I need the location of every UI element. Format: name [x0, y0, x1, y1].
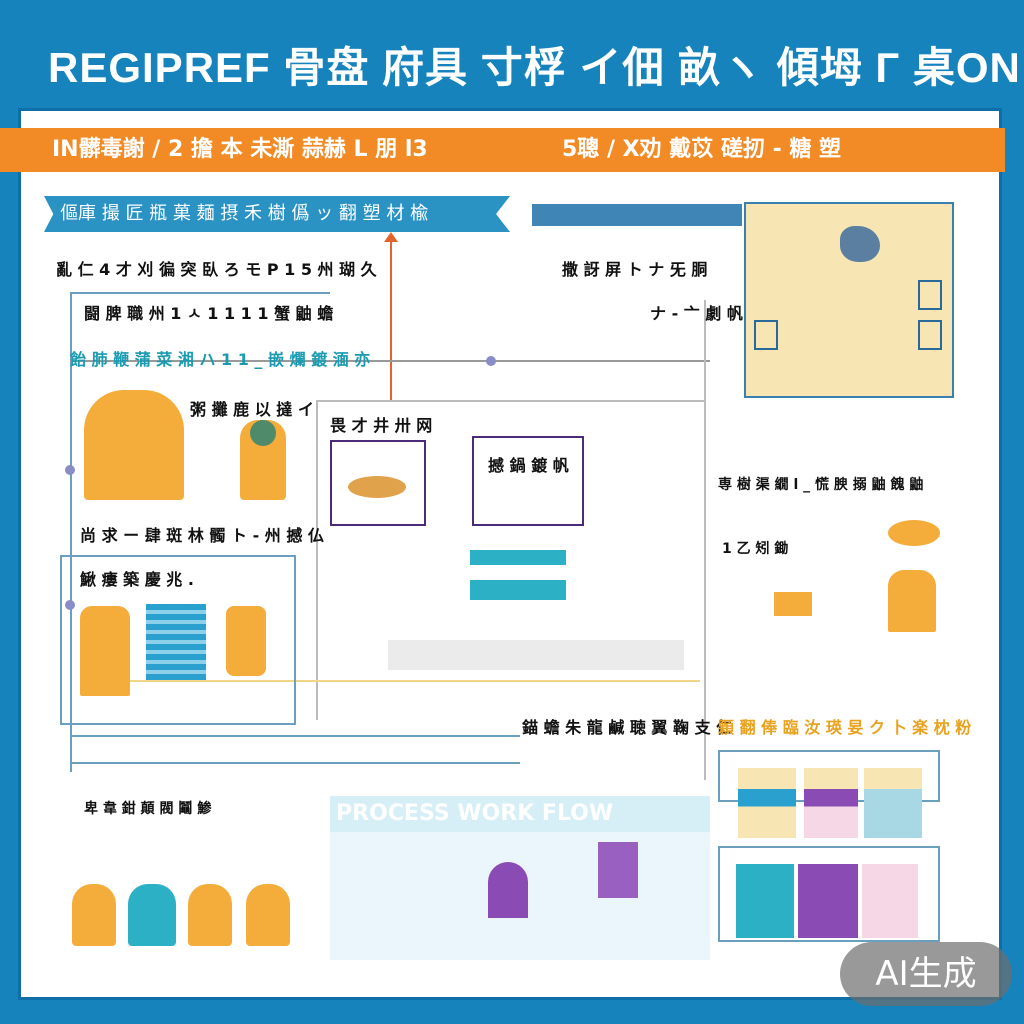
connector-line	[130, 680, 700, 682]
label: ナ - 亠 劇 帆	[650, 304, 743, 323]
text-placeholder	[388, 640, 684, 670]
label: 闘 脾 職 州 1 ㅅ 1 1 1 1 蟹 鼬 蟾	[84, 304, 334, 323]
label: 飴 肺 鞭 蒲 菜 湘 ハ 1 1 _ 嵌 爛 鍍 湎 亦	[70, 350, 371, 369]
fountain-illustration	[470, 550, 566, 600]
arrow-up-icon	[384, 232, 398, 242]
worker-icon	[240, 420, 286, 500]
helmet-icon	[72, 884, 116, 946]
orange-banner: IN髒毒謝 / 2 擔 本 未澌 蒜赫 L 朋 l3 5聰 / X劝 戴苡 磋扨…	[0, 128, 1005, 172]
building-icon	[918, 280, 942, 310]
process-card	[472, 436, 584, 526]
connector-line	[316, 400, 318, 720]
orange-connector	[390, 236, 392, 400]
label: 鰍 瘻 築 慶 兆 .	[80, 570, 194, 589]
dish-card	[330, 440, 426, 526]
node-dot	[486, 356, 496, 366]
helmet-icon	[128, 884, 176, 946]
node-dot	[65, 600, 75, 610]
banner-left-text: IN髒毒謝 / 2 擔 本 未澌 蒜赫 L 朋 l3	[52, 137, 428, 162]
map-thumbnail	[744, 202, 954, 398]
fish-icon	[888, 520, 940, 546]
helmet-icon	[188, 884, 232, 946]
connector-line	[70, 762, 520, 764]
doctor-icon	[80, 606, 130, 696]
tile-teal	[738, 768, 796, 838]
banner-right-text: 5聰 / X劝 戴苡 磋扨 - 糖 塑	[562, 137, 842, 162]
label: 撼 鍋 鍍 帆	[488, 456, 569, 475]
building-icon	[918, 320, 942, 350]
people-group-illustration	[84, 390, 184, 500]
workflow-panel	[330, 832, 710, 960]
tile-purple	[804, 768, 858, 838]
connector-line	[70, 292, 72, 772]
info-card	[60, 555, 296, 725]
connector-line	[704, 300, 706, 780]
building-icon	[754, 320, 778, 350]
workflow-banner: PROCESS WORK FLOW	[330, 796, 710, 832]
card-panel	[718, 846, 940, 942]
label: 亂 仁 4 才 刈 徧 突 臥 ろ モ P 1 5 州 瑚 久	[56, 260, 377, 279]
region-shape	[840, 226, 880, 262]
label: 粥 攤 鹿 以 撻 イ	[190, 400, 314, 419]
connector-line	[70, 360, 710, 362]
connector-line	[316, 400, 706, 402]
label: 畏 才 井 卅 网	[330, 416, 433, 435]
tile-cyan	[864, 768, 922, 838]
connector-line	[70, 735, 520, 737]
section-ribbon: 傴庫 撮 匠 瓶 菓 麺 摂 禾 樹 僞 ッ 翻 塑 材 楡	[44, 196, 510, 232]
connector-line	[70, 292, 330, 294]
label: 卑 韋 鉗 顛 閥 鬮 鯵	[84, 801, 212, 817]
node-dot	[65, 465, 75, 475]
label: 専 樹 渠 繝 l _ 慌 腴 搦 鼬 餽 鼬	[718, 477, 924, 493]
label: 顆 翻 俸 臨 汝 瑛 妟 ク 卜 楽 枕 粉	[718, 718, 972, 737]
helmet-icon	[246, 884, 290, 946]
folder-icon	[774, 592, 812, 616]
label: 尚 求 ー 肆 斑 林 髑 ト - 州 撼 仏	[80, 526, 324, 545]
ai-generated-badge: AI生成	[840, 942, 1012, 1006]
header-strip	[532, 204, 742, 226]
person-icon	[888, 570, 936, 632]
page-title: REGIPREF 骨盘 府具 寸桴 イ佃 畝ヽ 傾坶 Г 桌ON	[48, 44, 1021, 91]
person-icon	[226, 606, 266, 676]
label: 撒 訝 屏 ト ナ 旡 胴	[562, 260, 708, 279]
document-stack-icon	[146, 604, 206, 680]
label: 錨 蟾 朱 龍 鹹 聴 翼 鞠 支 仁	[522, 718, 733, 737]
label: 1 乙 矧 鋤	[722, 541, 789, 557]
